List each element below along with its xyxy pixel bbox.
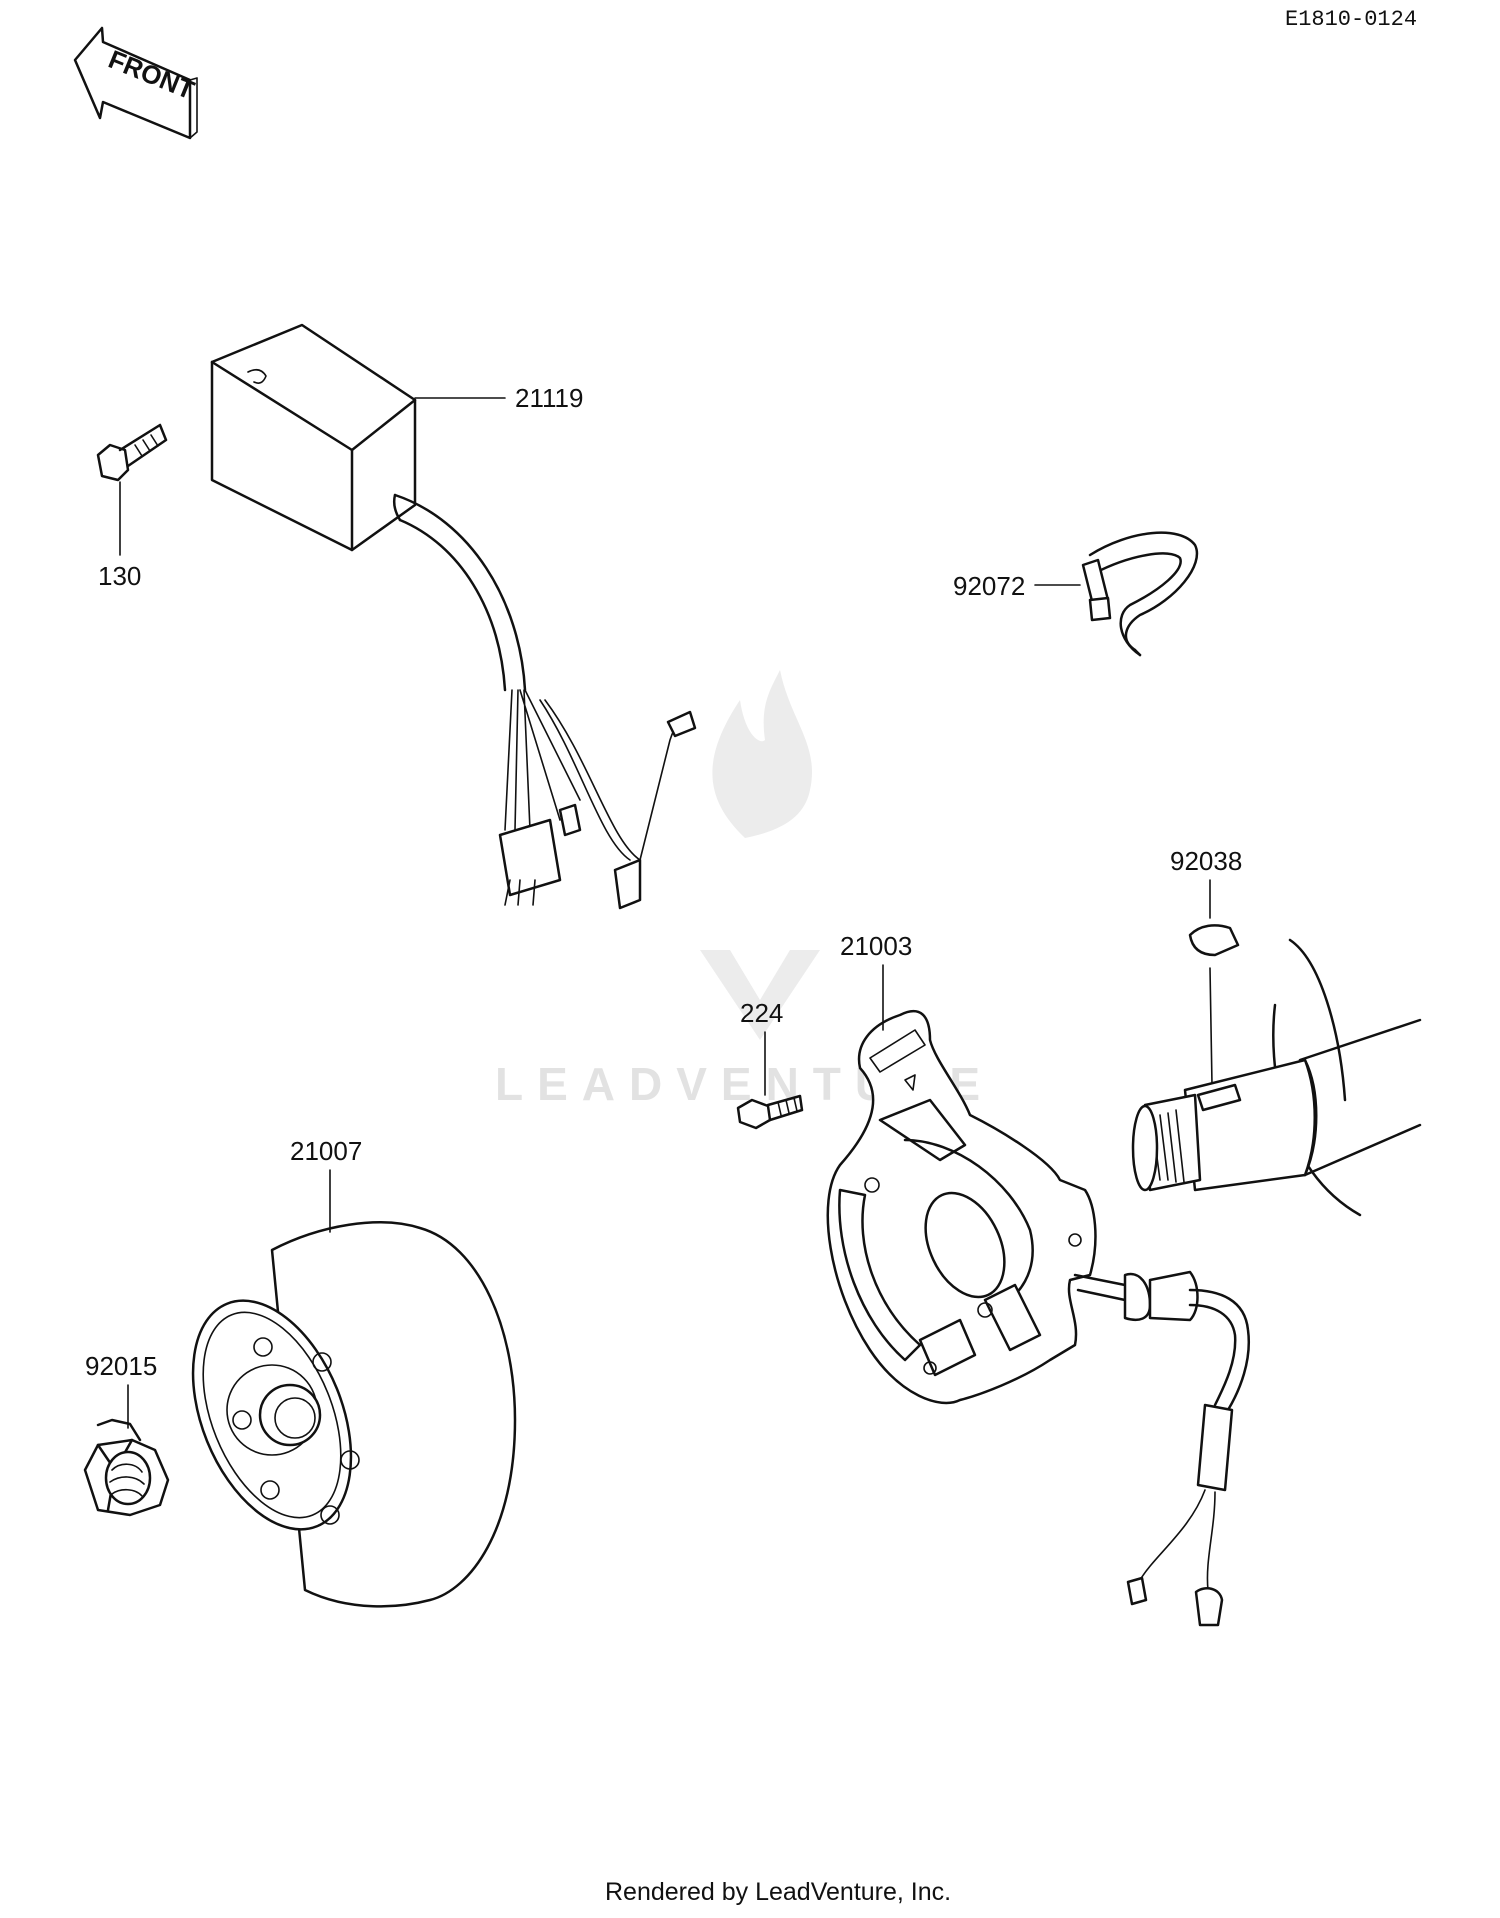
part-label-92038[interactable]: 92038 xyxy=(1170,846,1242,876)
part-label-92072[interactable]: 92072 xyxy=(953,571,1025,601)
part-label-21007[interactable]: 21007 xyxy=(290,1136,362,1166)
cdi-unit-21119 xyxy=(210,323,697,910)
part-label-92015[interactable]: 92015 xyxy=(85,1351,157,1381)
part-label-130[interactable]: 130 xyxy=(98,561,141,591)
flange-nut-92015 xyxy=(83,1418,170,1517)
front-arrow-icon: FRONT xyxy=(73,26,199,140)
leader-92038-bottom xyxy=(1209,967,1213,1086)
bolt-130 xyxy=(96,423,168,482)
screw-224 xyxy=(736,1094,804,1130)
footer-credit: Rendered by LeadVenture, Inc. xyxy=(605,1878,951,1906)
watermark: LEADVENTURE xyxy=(495,670,980,1110)
flywheel-rotor-21007 xyxy=(191,1221,517,1608)
crankshaft xyxy=(1131,938,1422,1217)
stator-21003 xyxy=(826,1009,1250,1627)
woodruff-key-92038 xyxy=(1188,924,1240,957)
part-label-224[interactable]: 224 xyxy=(740,998,783,1028)
diagram-code: E1810-0124 xyxy=(1285,7,1417,32)
part-label-21003[interactable]: 21003 xyxy=(840,931,912,961)
band-clamp-92072 xyxy=(1081,531,1199,657)
part-label-21119[interactable]: 21119 xyxy=(515,383,583,413)
